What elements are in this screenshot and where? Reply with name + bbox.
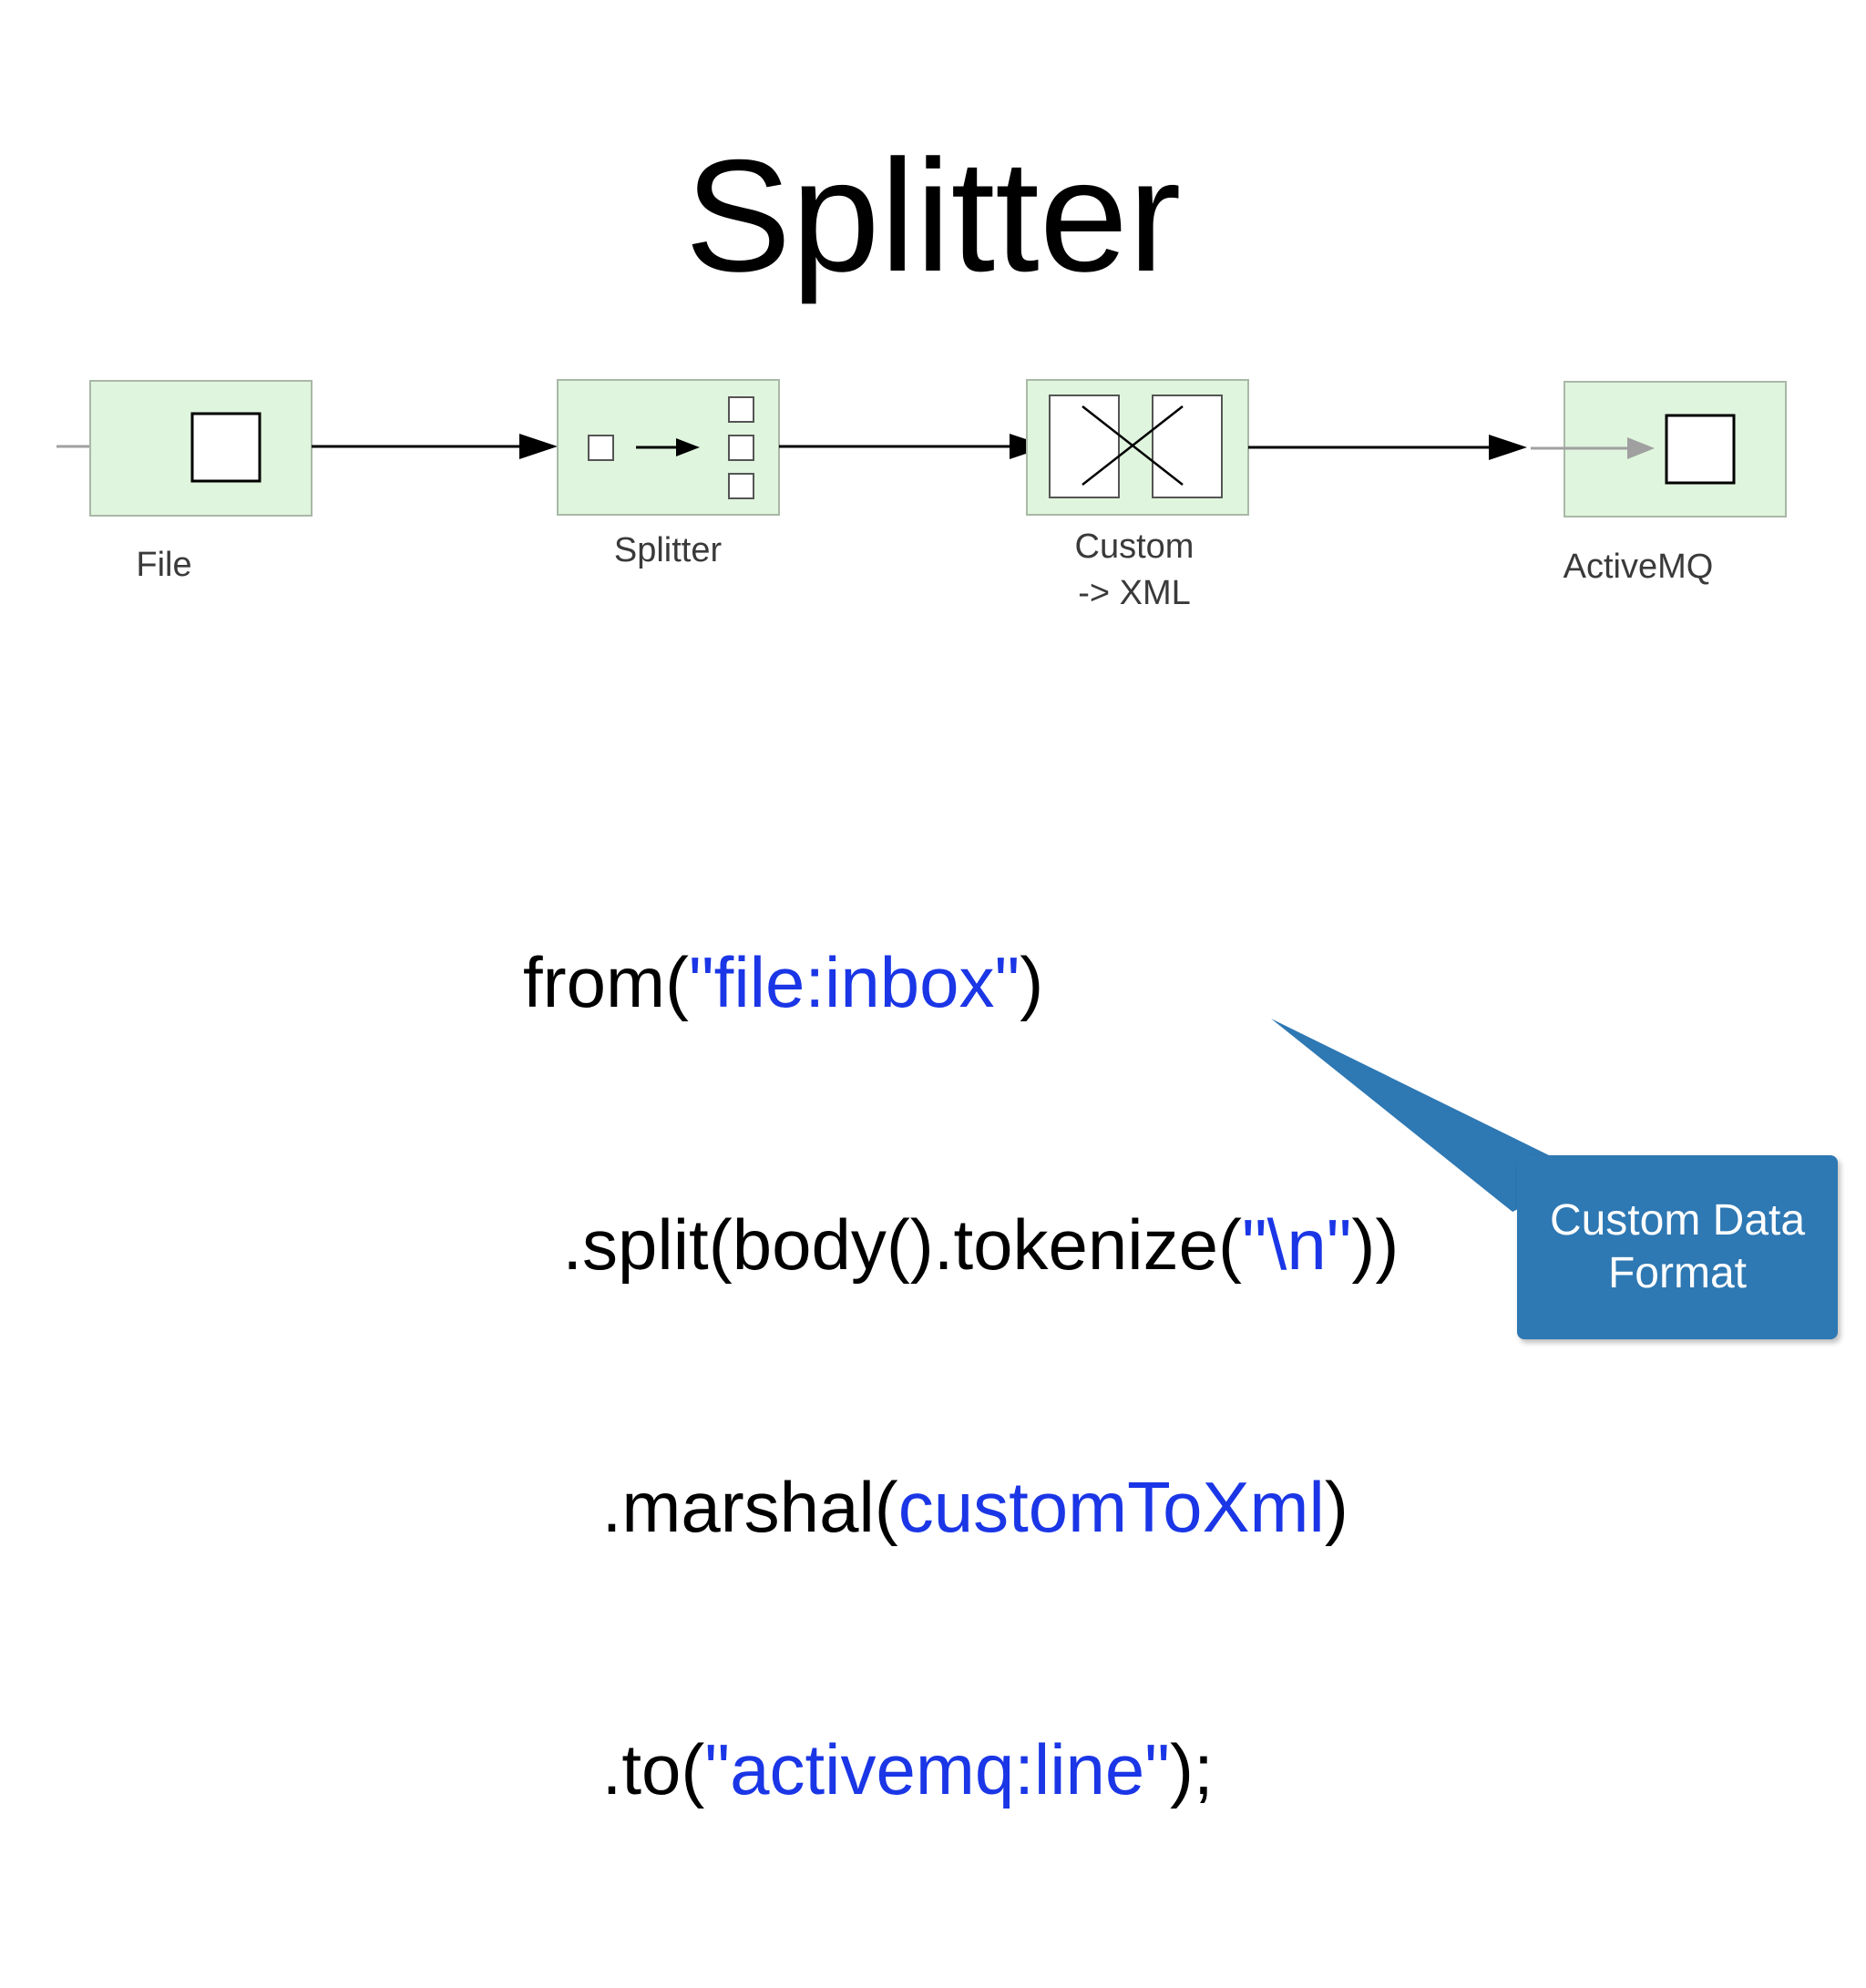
incoming-arrowhead bbox=[1627, 437, 1655, 459]
code-token: .marshal( bbox=[523, 1467, 898, 1547]
node-label-activemq: ActiveMQ bbox=[1564, 548, 1714, 586]
callout-text-line1: Custom Data bbox=[1549, 1196, 1806, 1245]
code-block: from("file:inbox") .split(body().tokeniz… bbox=[523, 763, 1399, 1988]
endpoint-icon bbox=[1665, 414, 1736, 485]
code-string: "activemq:line" bbox=[704, 1729, 1170, 1809]
edge-file-splitter bbox=[312, 434, 558, 459]
code-token: .to( bbox=[523, 1729, 705, 1809]
node-file: File bbox=[56, 380, 313, 584]
code-token: ) bbox=[1324, 1467, 1348, 1547]
endpoint-icon bbox=[190, 412, 261, 483]
node-activemq: ActiveMQ bbox=[1531, 381, 1787, 586]
translator-icon bbox=[1049, 395, 1223, 498]
code-string: "file:inbox" bbox=[688, 942, 1020, 1022]
node-label-custom-line2: -> XML bbox=[1078, 574, 1191, 612]
code-token: ); bbox=[1169, 1729, 1214, 1809]
code-token: from( bbox=[523, 942, 689, 1022]
node-label-splitter: Splitter bbox=[614, 531, 723, 569]
code-line-4: .to("activemq:line"); bbox=[523, 1726, 1399, 1813]
splitter-icon bbox=[588, 396, 754, 499]
code-token: ) bbox=[1020, 942, 1044, 1022]
edge-custom-activemq bbox=[1248, 435, 1527, 460]
slide-title: Splitter bbox=[684, 128, 1182, 305]
node-custom-xml: Custom -> XML bbox=[1026, 379, 1249, 612]
code-token: )) bbox=[1351, 1204, 1400, 1285]
node-label-custom-line1: Custom bbox=[1075, 528, 1194, 566]
code-line-2: .split(body().tokenize("\n")) bbox=[523, 1201, 1399, 1288]
node-splitter: Splitter bbox=[557, 379, 780, 569]
code-line-3: .marshal(customToXml) bbox=[523, 1463, 1399, 1551]
code-identifier: customToXml bbox=[897, 1467, 1325, 1547]
slide: Splitter File bbox=[56, 128, 1838, 1809]
node-label-file: File bbox=[136, 546, 191, 584]
code-line-1: from("file:inbox") bbox=[523, 938, 1399, 1026]
callout-text-line2: Format bbox=[1607, 1249, 1747, 1297]
code-token: .split(body().tokenize( bbox=[523, 1204, 1242, 1285]
code-string: "\n" bbox=[1241, 1204, 1352, 1285]
edge-splitter-custom bbox=[779, 434, 1048, 459]
callout-box: Custom Data Format bbox=[1517, 1155, 1838, 1339]
